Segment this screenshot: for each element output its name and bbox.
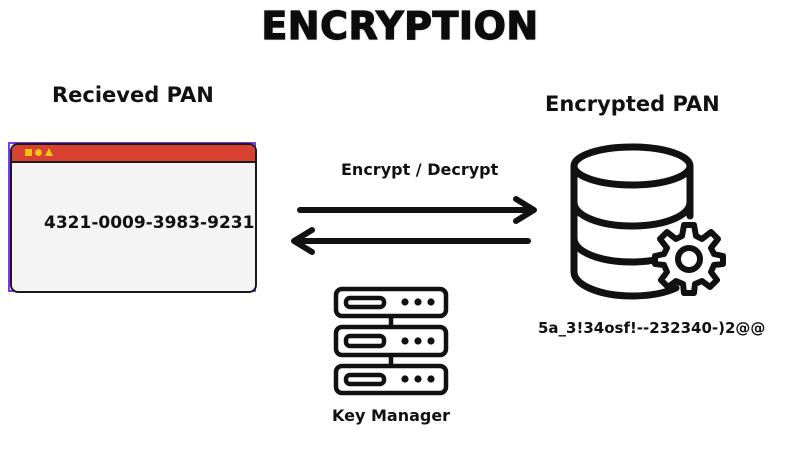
- window-circle-dot: [35, 149, 42, 156]
- window-square-dot: [25, 149, 32, 156]
- key-manager-label: Key Manager: [332, 406, 451, 425]
- server-rack-icon: [333, 286, 449, 396]
- encrypted-pan-value: 5a_3!34osf!--232340-)2@@: [538, 319, 766, 337]
- window-title-bar: [12, 145, 255, 163]
- encrypt-decrypt-label: Encrypt / Decrypt: [341, 160, 499, 179]
- browser-window-icon: [10, 143, 257, 293]
- encrypted-pan-label: Encrypted PAN: [545, 92, 720, 116]
- arrow-right-icon: [297, 196, 537, 224]
- page-title: ENCRYPTION: [261, 3, 539, 48]
- received-pan-label: Recieved PAN: [52, 83, 214, 107]
- received-pan-value: 4321-0009-3983-9231: [44, 213, 255, 233]
- database-gear-icon: [570, 143, 726, 300]
- window-triangle-dot: [45, 148, 53, 156]
- arrow-left-icon: [291, 227, 531, 255]
